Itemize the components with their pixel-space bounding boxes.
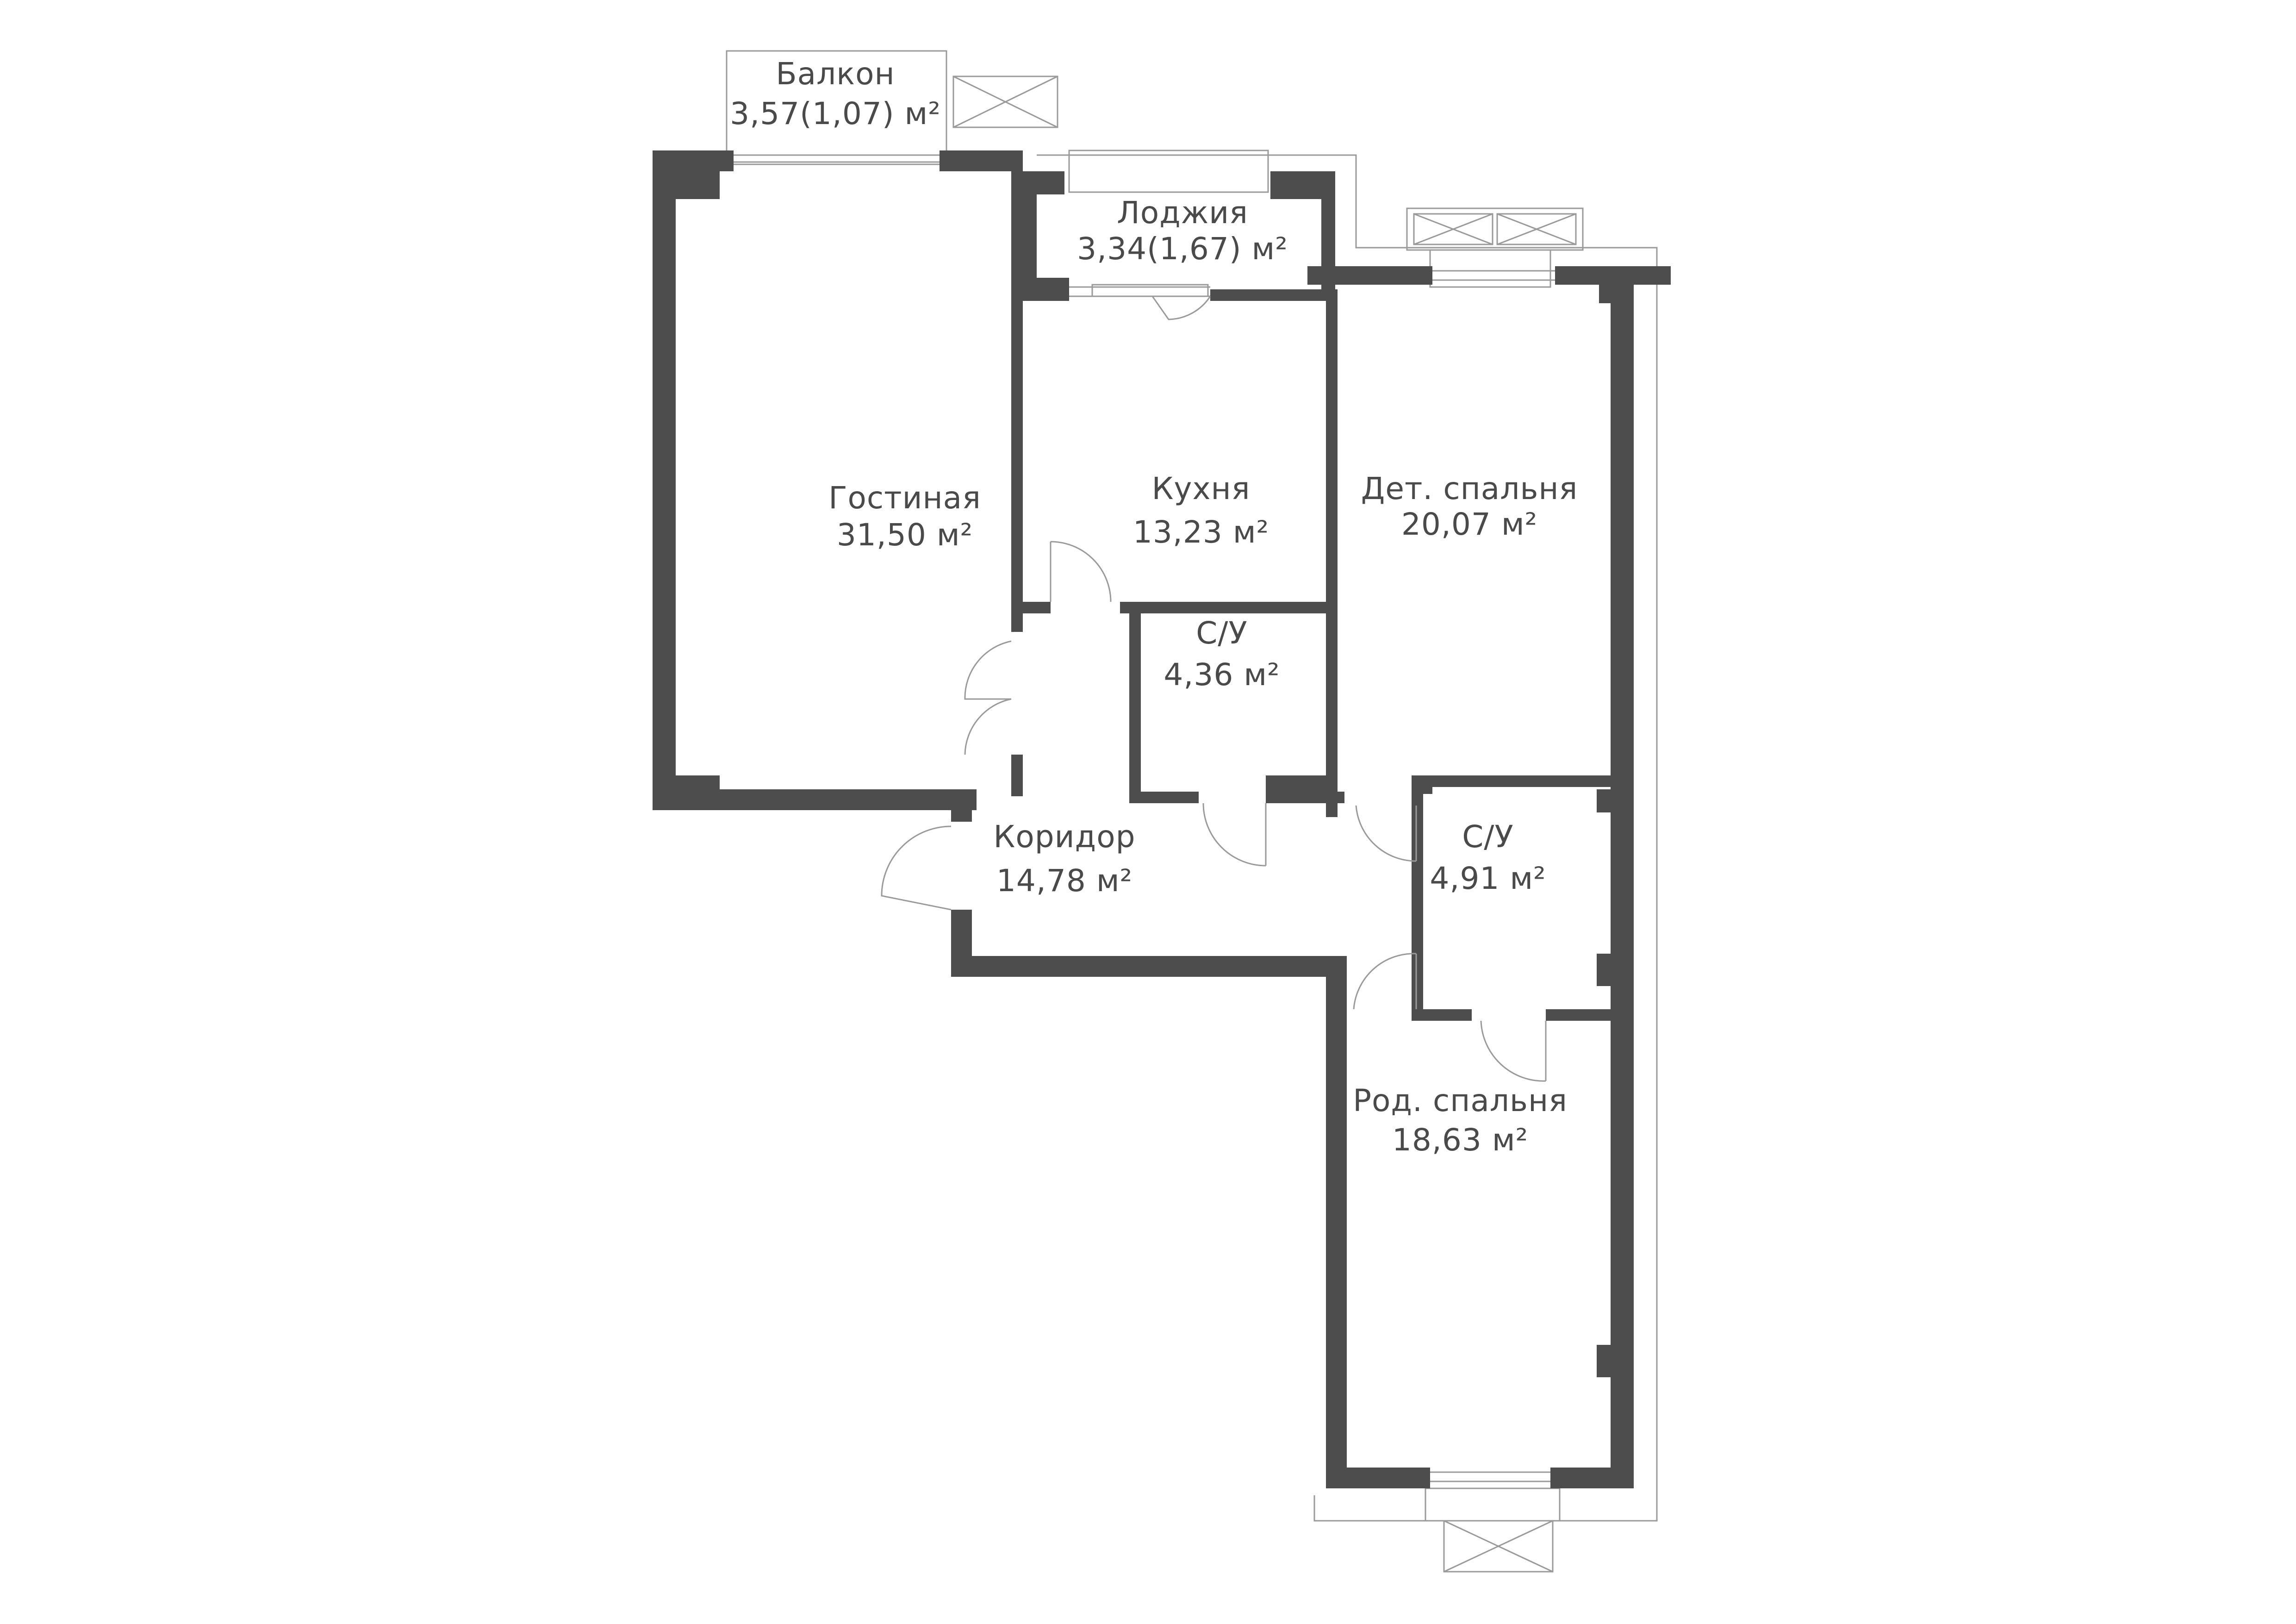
room-name: Гостиная [828, 480, 981, 516]
room-area: 4,91 м² [1430, 861, 1546, 896]
doors [881, 296, 1547, 1082]
room-master-bedroom: Род. спальня 18,63 м² [1353, 1083, 1568, 1158]
room-name: Коридор [994, 819, 1136, 855]
room-area: 31,50 м² [837, 517, 973, 553]
room-name: Балкон [776, 56, 895, 92]
room-name: Лоджия [1117, 195, 1248, 231]
room-area: 4,36 м² [1164, 657, 1280, 693]
room-area: 20,07 м² [1401, 506, 1537, 542]
room-loggia: Лоджия 3,34(1,67) м² [1077, 195, 1288, 267]
room-name: Род. спальня [1353, 1083, 1568, 1118]
room-balcony: Балкон 3,57(1,07) м² [730, 56, 941, 131]
room-name: С/У [1462, 819, 1514, 855]
room-bathroom-1: С/У 4,36 м² [1164, 615, 1280, 693]
room-corridor: Коридор 14,78 м² [994, 819, 1136, 899]
room-name: С/У [1196, 615, 1248, 651]
room-name: Кухня [1152, 471, 1251, 506]
room-name: Дет. спальня [1361, 471, 1578, 506]
room-area: 14,78 м² [996, 863, 1132, 899]
room-living: Гостиная 31,50 м² [828, 480, 981, 553]
exterior-outline [1091, 259, 1658, 1573]
loggia-outline [1037, 150, 1658, 288]
room-kitchen: Кухня 13,23 м² [1133, 471, 1269, 550]
room-kids-bedroom: Дет. спальня 20,07 м² [1361, 471, 1578, 542]
room-area: 18,63 м² [1392, 1122, 1528, 1158]
room-area: 3,34(1,67) м² [1077, 231, 1288, 267]
room-area: 13,23 м² [1133, 514, 1269, 550]
room-area: 3,57(1,07) м² [730, 96, 941, 131]
windows [734, 154, 1555, 1482]
room-bathroom-2: С/У 4,91 м² [1430, 819, 1546, 896]
walls [653, 150, 1671, 1488]
